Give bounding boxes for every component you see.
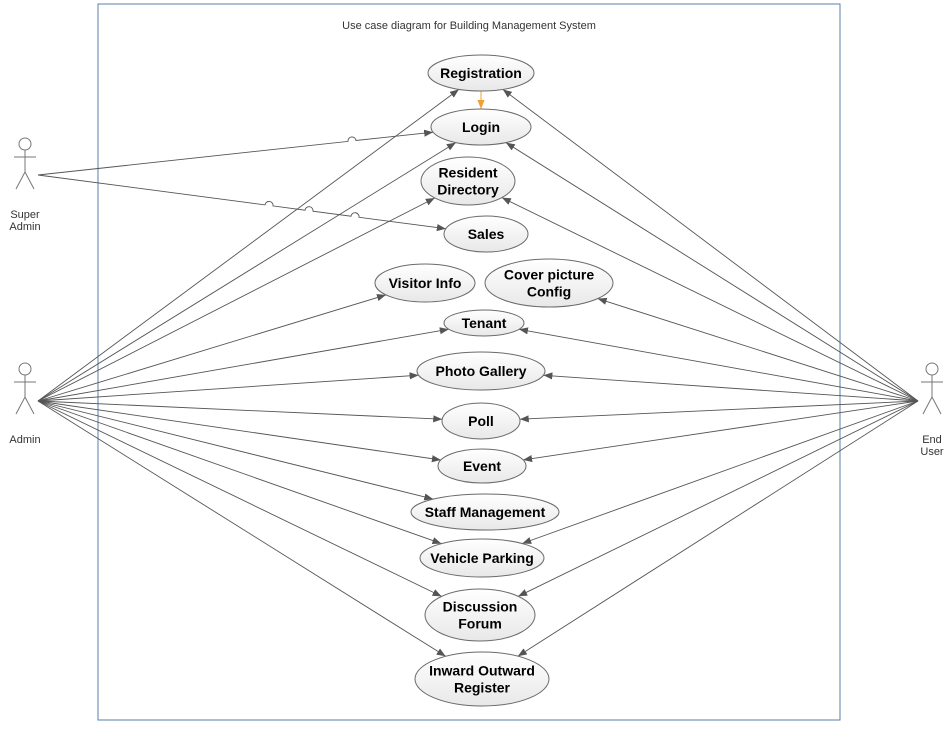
use-case-label: Resident — [438, 165, 497, 181]
use-case-ellipse — [441, 402, 521, 440]
use-case-sales[interactable]: Sales — [443, 215, 529, 253]
use-case-ellipse — [424, 588, 536, 642]
use-case-label: Sales — [468, 226, 505, 242]
association-lines — [37, 89, 919, 657]
use-case-label: Tenant — [462, 315, 507, 331]
use-cases: RegistrationLoginResidentDirectorySalesV… — [374, 54, 614, 707]
use-case-ellipse — [416, 351, 546, 391]
use-case-staff-management[interactable]: Staff Management — [410, 493, 560, 531]
actor-admin[interactable]: Admin — [9, 362, 41, 446]
use-case-photo-gallery[interactable]: Photo Gallery — [416, 351, 546, 391]
association-admin-to-inward-outward-register — [37, 400, 446, 657]
use-case-visitor-info[interactable]: Visitor Info — [374, 263, 476, 303]
use-case-label: Photo Gallery — [435, 363, 526, 379]
association-end-user-to-inward-outward-register — [517, 400, 919, 657]
association-admin-to-discussion-forum — [37, 400, 442, 597]
use-case-tenant[interactable]: Tenant — [443, 309, 525, 337]
association-admin-to-event — [37, 400, 441, 463]
use-case-ellipse — [420, 156, 516, 206]
actor-label: Admin — [9, 434, 40, 446]
use-case-ellipse — [410, 493, 560, 531]
association-super-admin-to-login — [37, 129, 434, 176]
association-end-user-to-login — [505, 142, 919, 402]
use-case-ellipse — [427, 54, 535, 92]
use-case-label: Visitor Info — [389, 275, 462, 291]
use-case-label: Register — [454, 680, 511, 696]
use-case-label: Config — [527, 284, 571, 300]
use-case-ellipse — [437, 448, 527, 484]
use-case-poll[interactable]: Poll — [441, 402, 521, 440]
association-end-user-to-poll — [519, 400, 919, 423]
actor-label: End — [922, 434, 942, 446]
use-case-label: Inward Outward — [429, 663, 535, 679]
use-case-ellipse — [414, 651, 550, 707]
association-end-user-to-photo-gallery — [543, 372, 919, 402]
association-admin-to-resident-directory — [37, 197, 436, 402]
use-case-vehicle-parking[interactable]: Vehicle Parking — [419, 538, 545, 578]
use-case-label: Cover picture — [504, 267, 594, 283]
use-case-event[interactable]: Event — [437, 448, 527, 484]
use-case-label: Registration — [440, 65, 522, 81]
association-admin-to-vehicle-parking — [37, 400, 442, 545]
use-case-label: Directory — [437, 182, 499, 198]
use-case-registration[interactable]: Registration — [427, 54, 535, 92]
use-case-label: Event — [463, 458, 501, 474]
use-case-label: Discussion — [443, 599, 518, 615]
association-end-user-to-discussion-forum — [518, 400, 919, 597]
use-case-ellipse — [443, 309, 525, 337]
diagram-title: Use case diagram for Building Management… — [342, 20, 596, 32]
actor-label: Super — [10, 209, 40, 221]
association-admin-to-tenant — [37, 327, 449, 402]
association-admin-to-poll — [37, 400, 443, 423]
actor-label: User — [920, 446, 944, 458]
association-admin-to-visitor-info — [37, 294, 387, 402]
use-case-label: Login — [462, 119, 500, 135]
use-case-label: Poll — [468, 413, 494, 429]
use-case-ellipse — [484, 258, 614, 308]
stick-figure-icon — [921, 362, 943, 415]
stick-figure-icon — [14, 362, 36, 415]
association-admin-to-login — [37, 142, 457, 402]
association-admin-to-staff-management — [37, 400, 434, 501]
use-case-label: Staff Management — [425, 504, 546, 520]
use-case-label: Vehicle Parking — [430, 550, 534, 566]
use-case-ellipse — [430, 108, 532, 146]
association-end-user-to-cover-picture-config — [597, 297, 919, 402]
stick-figure-icon — [14, 137, 36, 190]
association-end-user-to-resident-directory — [501, 197, 919, 402]
use-case-ellipse — [419, 538, 545, 578]
use-case-ellipse — [443, 215, 529, 253]
association-end-user-to-tenant — [518, 327, 919, 402]
use-case-ellipse — [374, 263, 476, 303]
association-admin-to-registration — [37, 89, 460, 402]
use-case-login[interactable]: Login — [430, 108, 532, 146]
system-boundary — [97, 3, 841, 721]
actor-label: Admin — [9, 221, 40, 233]
association-end-user-to-event — [523, 400, 919, 463]
association-end-user-to-vehicle-parking — [522, 400, 919, 544]
use-case-label: Forum — [458, 616, 502, 632]
association-admin-to-photo-gallery — [37, 372, 419, 402]
association-end-user-to-registration — [502, 89, 919, 402]
association-super-admin-to-sales — [37, 174, 446, 232]
